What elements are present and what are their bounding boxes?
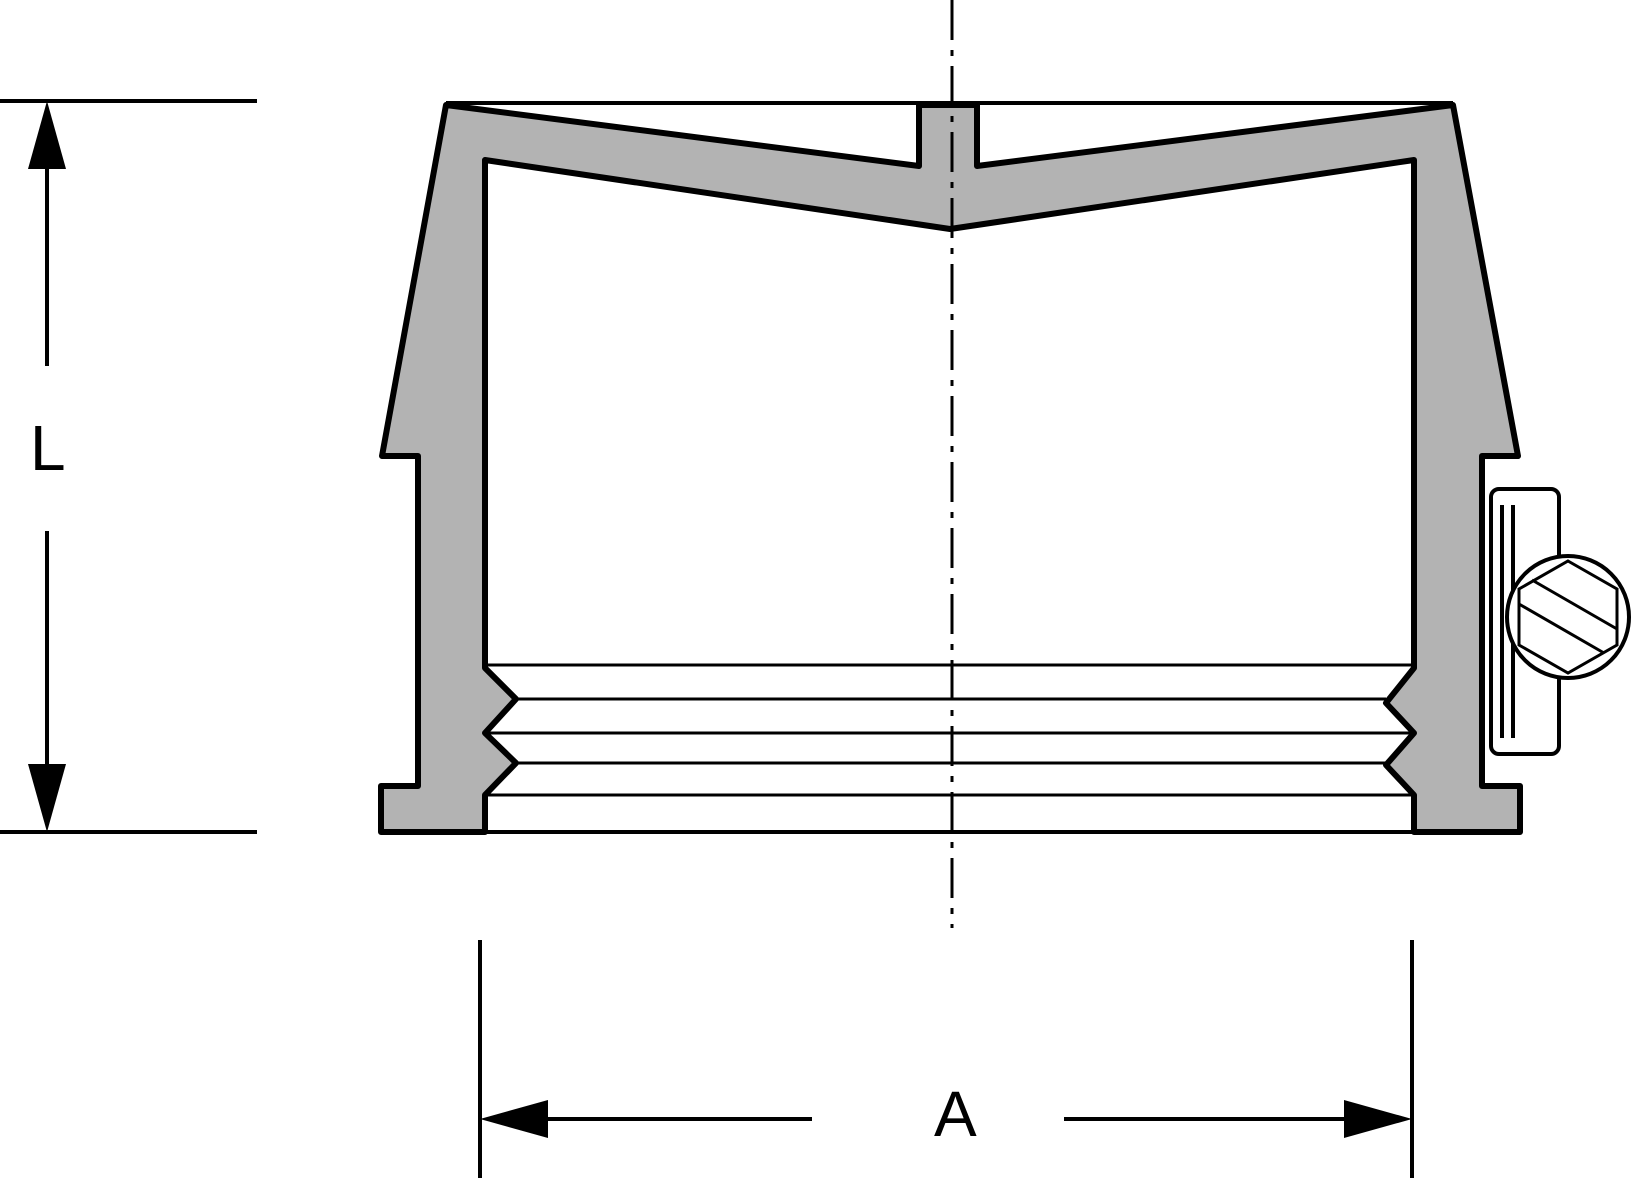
dimension-label-length: L (30, 412, 66, 484)
arrowhead-up (28, 101, 66, 169)
arrowhead-right (1344, 1100, 1412, 1138)
cap-body-section (378, 102, 1523, 835)
dimension-label-diameter: A (934, 1078, 977, 1150)
thread-lines (485, 663, 1414, 797)
side-plug (1489, 487, 1631, 756)
dimension-l (0, 99, 257, 834)
dimension-a (478, 940, 1414, 1178)
arrowhead-down (28, 764, 66, 832)
arrowhead-left (480, 1100, 548, 1138)
hex-nut (1517, 559, 1619, 675)
